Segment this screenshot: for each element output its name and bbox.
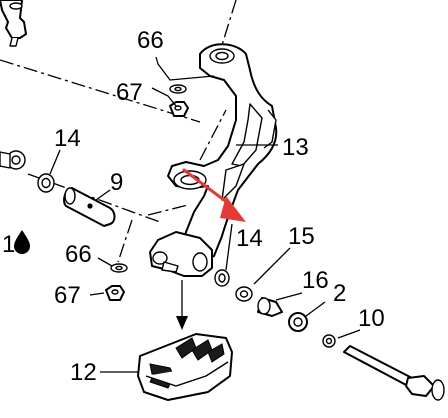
callout-14-left: 14 [54,125,81,152]
callout-67-bottom: 67 [54,282,81,309]
right-hardware-stack [214,269,445,401]
pin-part-9 [63,187,116,227]
callout-1: 1 [2,231,15,258]
callout-15: 15 [288,223,315,250]
callout-14-right: 14 [236,225,263,252]
callout-2: 2 [333,280,346,307]
bushing-part-14-left [0,150,55,193]
drop-icon [14,230,30,254]
callout-66-top: 66 [137,27,164,54]
callouts: 66 67 14 9 13 1 14 15 66 67 16 2 10 12 [2,27,385,386]
leader-lines [49,56,361,373]
pedal-part-12 [137,333,233,401]
callout-9: 9 [110,169,123,196]
long-bolt [343,345,413,387]
alignment-lines [0,0,237,263]
callout-66-bottom: 66 [65,241,92,268]
bracket-part-13 [149,43,278,277]
highlight-arrow [182,168,246,222]
callout-12: 12 [70,359,97,386]
callout-16: 16 [302,267,329,294]
nut-washer-bottom [105,263,128,301]
callout-10: 10 [358,305,385,332]
callout-67-top: 67 [116,79,143,106]
callout-13: 13 [282,134,309,161]
nut-washer-top [169,84,189,117]
top-shaft-part [0,0,27,47]
